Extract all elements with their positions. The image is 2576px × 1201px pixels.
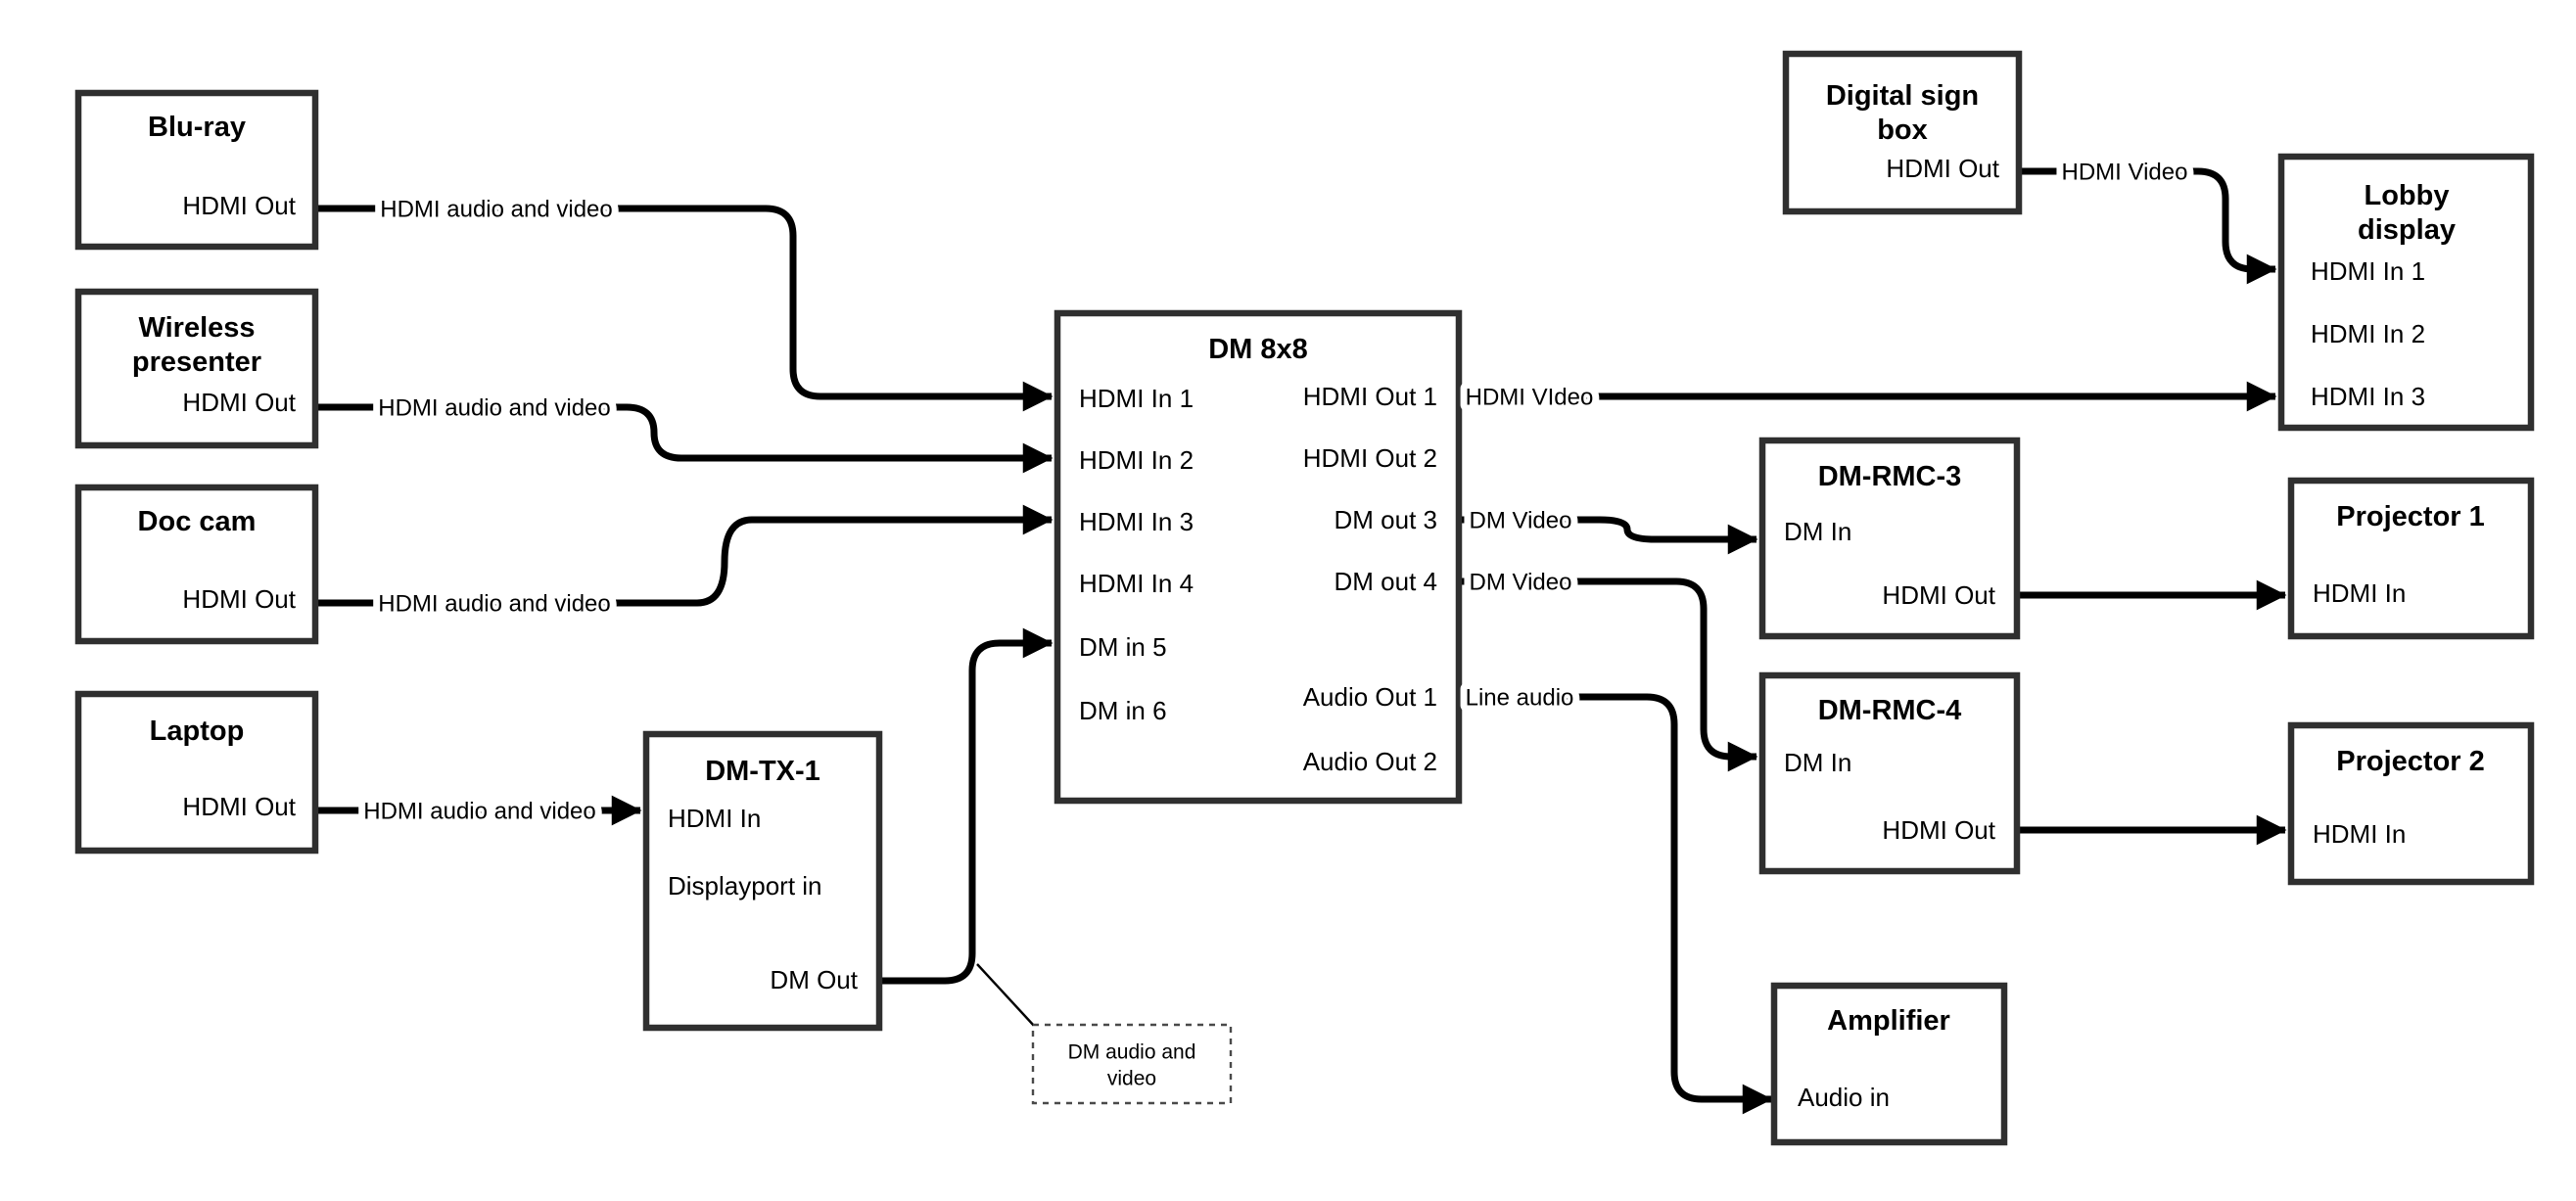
dmrmc4-title: DM-RMC-4 — [1818, 695, 1962, 726]
amplifier-port-audio-in: Audio in — [1798, 1083, 1890, 1112]
dmtx1-port-hdmi-in: HDMI In — [668, 804, 761, 833]
annotation-note-dm-audio-video: DM audio and video — [1031, 1023, 1233, 1105]
device-box-laptop: Laptop HDMI Out — [74, 690, 319, 855]
doccam-outline — [74, 484, 319, 645]
lobby-outline — [2277, 153, 2535, 432]
doccam-port-hdmi-out: HDMI Out — [182, 584, 296, 614]
doccam-title: Doc cam — [138, 506, 257, 537]
dmtx1-port-dm-out: DM Out — [770, 965, 858, 994]
dm8x8-port-dm-in-6: DM in 6 — [1079, 696, 1167, 725]
label-bluray-to-dm8x8: HDMI audio and video — [380, 197, 612, 223]
device-box-doc-cam: Doc cam HDMI Out — [74, 484, 319, 645]
device-box-wireless-presenter: Wireless presenter HDMI Out — [74, 288, 319, 449]
amplifier-outline — [1770, 982, 2008, 1146]
connector-bluray-to-dm8x8-in1 — [315, 205, 1054, 412]
label-doccam-to-dm8x8: HDMI audio and video — [378, 591, 610, 618]
laptop-port-hdmi-out: HDMI Out — [182, 792, 296, 821]
lobby-port-hdmi-in-3: HDMI In 3 — [2311, 382, 2425, 411]
note-leader-line — [976, 963, 1036, 1028]
amplifier-title: Amplifier — [1827, 1005, 1950, 1037]
lobby-title-line2: display — [2358, 214, 2456, 246]
dmrmc4-outline — [1758, 671, 2021, 875]
lobby-title-line1: Lobby — [2365, 180, 2450, 211]
projector1-port-hdmi-in: HDMI In — [2313, 578, 2406, 608]
projector2-port-hdmi-in: HDMI In — [2313, 819, 2406, 849]
dm8x8-title: DM 8x8 — [1208, 334, 1308, 365]
label-audio-out1-to-amplifier: Line audio — [1466, 685, 1574, 712]
dm8x8-port-dm-out-4: DM out 4 — [1335, 567, 1438, 596]
label-digitalsign-to-lobby: HDMI Video — [2062, 160, 2188, 186]
lobby-port-hdmi-in-1: HDMI In 1 — [2311, 256, 2425, 286]
connector-doccam-to-dm8x8-in3 — [315, 504, 1054, 607]
laptop-title: Laptop — [150, 716, 245, 747]
dmtx1-outline — [642, 730, 883, 1032]
dmtx1-title: DM-TX-1 — [705, 756, 820, 787]
note-outline — [1031, 1023, 1233, 1105]
device-box-projector-2: Projector 2 HDMI In — [2287, 721, 2535, 886]
connector-wireless-to-dm8x8-in2 — [315, 403, 1054, 474]
note-text-line2: video — [1107, 1068, 1156, 1090]
digitalsign-outline — [1782, 50, 2023, 215]
laptop-outline — [74, 690, 319, 855]
dm8x8-outline — [1054, 309, 1463, 805]
label-wireless-to-dm8x8: HDMI audio and video — [378, 395, 610, 422]
dmrmc4-port-hdmi-out: HDMI Out — [1882, 815, 1995, 845]
dm8x8-port-hdmi-in-4: HDMI In 4 — [1079, 569, 1194, 598]
dmrmc3-title: DM-RMC-3 — [1818, 461, 1962, 492]
dm8x8-port-audio-out-1: Audio Out 1 — [1303, 682, 1437, 712]
dm8x8-port-hdmi-out-1: HDMI Out 1 — [1303, 382, 1437, 411]
bluray-outline — [74, 89, 319, 251]
dmrmc3-port-hdmi-out: HDMI Out — [1882, 580, 1995, 610]
device-box-dm-rmc-4: DM-RMC-4 DM In HDMI Out — [1758, 671, 2021, 875]
device-box-dm-rmc-3: DM-RMC-3 DM In HDMI Out — [1758, 437, 2021, 640]
device-box-lobby-display: Lobby display HDMI In 1 HDMI In 2 HDMI I… — [2277, 153, 2535, 432]
dm8x8-port-hdmi-in-2: HDMI In 2 — [1079, 445, 1194, 475]
lobby-port-hdmi-in-2: HDMI In 2 — [2311, 319, 2425, 348]
label-hdmi-out1-to-lobby: HDMI VIdeo — [1466, 385, 1594, 411]
connector-dm8x8-out3-to-rmc3 — [1459, 516, 1758, 555]
dmtx1-port-displayport-in: Displayport in — [668, 871, 822, 901]
wireless-outline — [74, 288, 319, 449]
device-box-digital-sign: Digital sign box HDMI Out — [1782, 50, 2023, 215]
wireless-port-hdmi-out: HDMI Out — [182, 388, 296, 417]
bluray-port-hdmi-out: HDMI Out — [182, 191, 296, 220]
dm8x8-port-dm-in-5: DM in 5 — [1079, 632, 1167, 662]
device-box-projector-1: Projector 1 HDMI In — [2287, 477, 2535, 640]
projector1-title: Projector 1 — [2336, 501, 2485, 532]
dm8x8-port-hdmi-out-2: HDMI Out 2 — [1303, 443, 1437, 473]
dm8x8-port-hdmi-in-1: HDMI In 1 — [1079, 384, 1194, 413]
digitalsign-title-line2: box — [1877, 115, 1928, 146]
connectors — [315, 167, 2287, 1115]
projector2-title: Projector 2 — [2336, 746, 2485, 777]
wireless-title-line1: Wireless — [138, 312, 255, 344]
device-box-dm-8x8: DM 8x8 HDMI In 1 HDMI In 2 HDMI In 3 HDM… — [1054, 309, 1463, 805]
connector-dm8x8-out4-to-rmc4 — [1459, 577, 1758, 772]
dmrmc3-port-dm-in: DM In — [1784, 517, 1851, 546]
dm8x8-port-hdmi-in-3: HDMI In 3 — [1079, 507, 1194, 536]
digitalsign-port-hdmi-out: HDMI Out — [1886, 154, 1999, 183]
projector1-outline — [2287, 477, 2535, 640]
label-dm-out3-to-rmc3: DM Video — [1470, 508, 1572, 534]
dmrmc3-outline — [1758, 437, 2021, 640]
device-box-dm-tx-1: DM-TX-1 HDMI In Displayport in DM Out — [642, 730, 883, 1032]
device-box-bluray: Blu-ray HDMI Out — [74, 89, 319, 251]
bluray-title: Blu-ray — [148, 112, 246, 143]
connector-dmtx1-to-dm8x8-in5 — [879, 627, 1054, 985]
wireless-title-line2: presenter — [132, 346, 261, 378]
connector-dm8x8-audio1-to-amplifier — [1459, 693, 1773, 1115]
connector-digitalsign-to-lobby-in1 — [2019, 167, 2277, 285]
dm8x8-port-audio-out-2: Audio Out 2 — [1303, 747, 1437, 776]
note-text-line1: DM audio and — [1068, 1041, 1196, 1064]
digitalsign-title-line1: Digital sign — [1826, 80, 1979, 112]
label-dm-out4-to-rmc4: DM Video — [1470, 570, 1572, 596]
dmrmc4-port-dm-in: DM In — [1784, 748, 1851, 777]
device-box-amplifier: Amplifier Audio in — [1770, 982, 2008, 1146]
projector2-outline — [2287, 721, 2535, 886]
label-laptop-to-dmtx1: HDMI audio and video — [363, 799, 595, 825]
dm8x8-port-dm-out-3: DM out 3 — [1335, 505, 1438, 534]
